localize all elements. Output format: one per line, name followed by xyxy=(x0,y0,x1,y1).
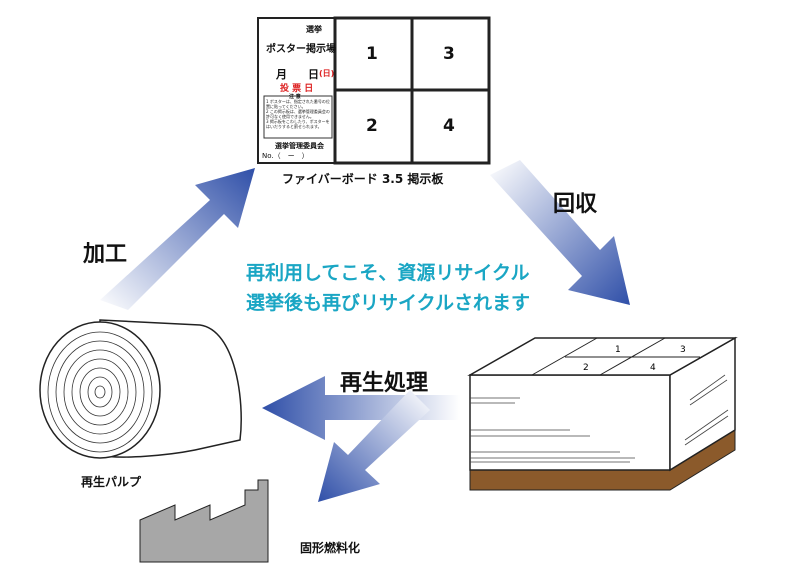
svg-text:3: 3 xyxy=(680,345,686,355)
svg-text:4: 4 xyxy=(650,363,656,373)
pulp-roll xyxy=(39,319,242,459)
board-notes-heading: 注 意 xyxy=(289,94,301,100)
board-note: 1 ポスターは、指定された番号の位置に貼ってください。 xyxy=(266,99,330,109)
factory-icon xyxy=(139,479,269,563)
board-vote-day: 投 票 日 xyxy=(280,84,314,94)
board-cell-4: 4 xyxy=(443,116,455,136)
board-day: 日 xyxy=(308,68,319,81)
label-process: 加工 xyxy=(83,242,128,267)
label-collect: 回収 xyxy=(553,192,598,217)
arrow-collect xyxy=(490,160,630,305)
slogan-line-2: 選挙後も再びリサイクルされます xyxy=(246,292,531,314)
board-notes: 1 ポスターは、指定された番号の位置に貼ってください。 2 この掲示板は、選挙管… xyxy=(266,99,330,129)
board-note: 2 この掲示板は、選挙管理委員会の許可なく使用できません。 xyxy=(266,109,330,119)
board-month: 月 xyxy=(276,68,287,81)
board-title-1: 選挙 xyxy=(306,25,322,34)
arrow-process xyxy=(100,168,255,310)
svg-text:1: 1 xyxy=(615,345,621,355)
poster-board xyxy=(257,16,491,165)
board-number: No.（ ー ） xyxy=(262,152,309,160)
board-caption: ファイバーボード 3.5 掲示板 xyxy=(282,172,444,186)
label-pulp: 再生パルプ xyxy=(81,475,142,489)
board-cell-1: 1 xyxy=(366,44,378,64)
board-day-suffix: (日) xyxy=(319,69,335,78)
label-fuel: 固形燃料化 xyxy=(300,541,361,555)
board-cell-3: 3 xyxy=(443,44,455,64)
arrow-reprocess xyxy=(262,376,460,440)
board-note: 3 掲示板をこわしたり、ポスターをはいだりすると罰せられます。 xyxy=(266,119,330,129)
arrow-fuel xyxy=(318,390,430,502)
svg-text:2: 2 xyxy=(583,363,589,373)
label-reprocess: 再生処理 xyxy=(340,371,429,396)
board-title-2: ポスター掲示場 xyxy=(266,44,336,55)
board-committee: 選挙管理委員会 xyxy=(275,142,324,150)
board-cell-2: 2 xyxy=(366,116,378,136)
slogan-line-1: 再利用してこそ、資源リサイクル xyxy=(246,262,530,284)
collected-boards-stack: 1 3 2 4 xyxy=(467,336,738,491)
